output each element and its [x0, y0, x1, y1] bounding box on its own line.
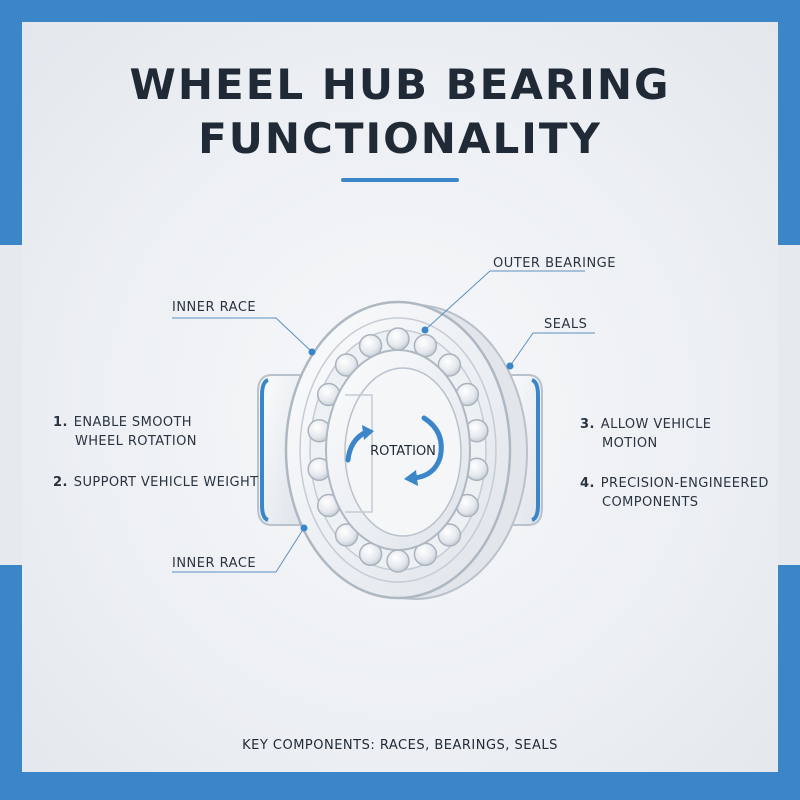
label-outer-bearing: OUTER BEARINGE — [493, 256, 616, 271]
label-seals: SEALS — [544, 317, 588, 332]
footer-key-components: KEY COMPONENTS: RACES, BEARINGS, SEALS — [242, 738, 558, 753]
left-edge-notch — [0, 245, 22, 565]
rotation-label: ROTATION — [370, 444, 436, 459]
bearing-ball — [386, 549, 410, 573]
right-edge-notch — [778, 245, 800, 565]
bearing-ball — [334, 353, 359, 377]
title-line-1: WHEEL HUB BEARING — [129, 60, 671, 109]
feature-3: 3.ALLOW VEHICLE MOTION — [580, 417, 712, 451]
bearing-ball — [437, 353, 462, 377]
leader-dots — [300, 326, 514, 532]
feature-4: 4.PRECISION-ENGINEERED COMPONENTS — [580, 476, 769, 510]
bearing-ball — [437, 523, 462, 547]
label-inner-race-top: INNER RACE — [172, 300, 257, 315]
title-underline — [341, 178, 459, 182]
title-line-2: FUNCTIONALITY — [198, 114, 602, 163]
feature-1: 1.ENABLE SMOOTH WHEEL ROTATION — [53, 415, 197, 449]
inner-bore — [344, 367, 462, 537]
page-title: WHEEL HUB BEARING FUNCTIONALITY — [0, 58, 800, 166]
label-inner-race-bottom: INNER RACE — [172, 556, 257, 571]
feature-2: 2.SUPPORT VEHICLE WEIGHT — [53, 475, 259, 490]
bearing-ball — [334, 523, 359, 547]
leader-lines — [172, 270, 595, 573]
bearing-ball — [386, 327, 410, 351]
rotation-arrows-icon — [345, 415, 444, 486]
